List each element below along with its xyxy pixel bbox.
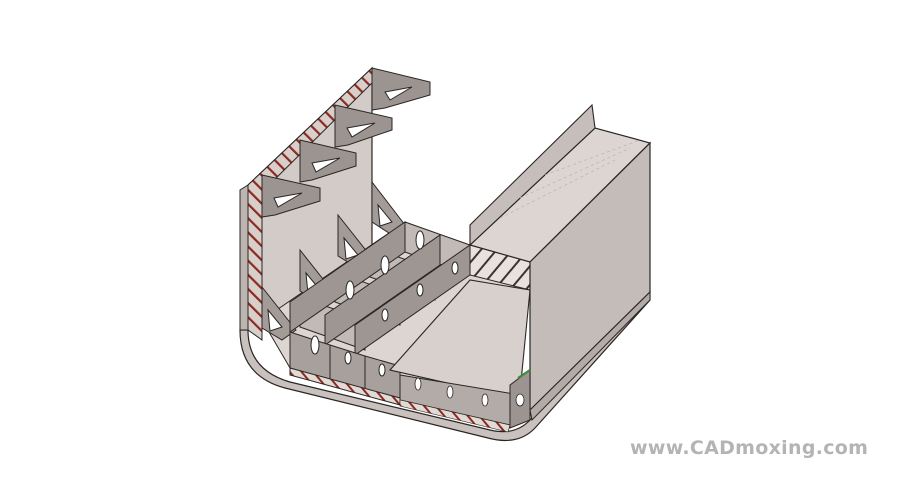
bracket-2 xyxy=(334,104,393,148)
bracket-1 xyxy=(371,67,431,111)
floors-girders-grid xyxy=(289,221,471,406)
side-brackets xyxy=(261,67,431,218)
corner-bracket xyxy=(509,369,531,429)
bracket-4 xyxy=(261,174,321,218)
watermark-text: www.CADmoxing.com xyxy=(630,437,869,459)
inner-bottom-deck xyxy=(388,279,531,433)
longitudinal-bulkhead xyxy=(468,103,652,422)
bracket-3 xyxy=(299,139,357,183)
